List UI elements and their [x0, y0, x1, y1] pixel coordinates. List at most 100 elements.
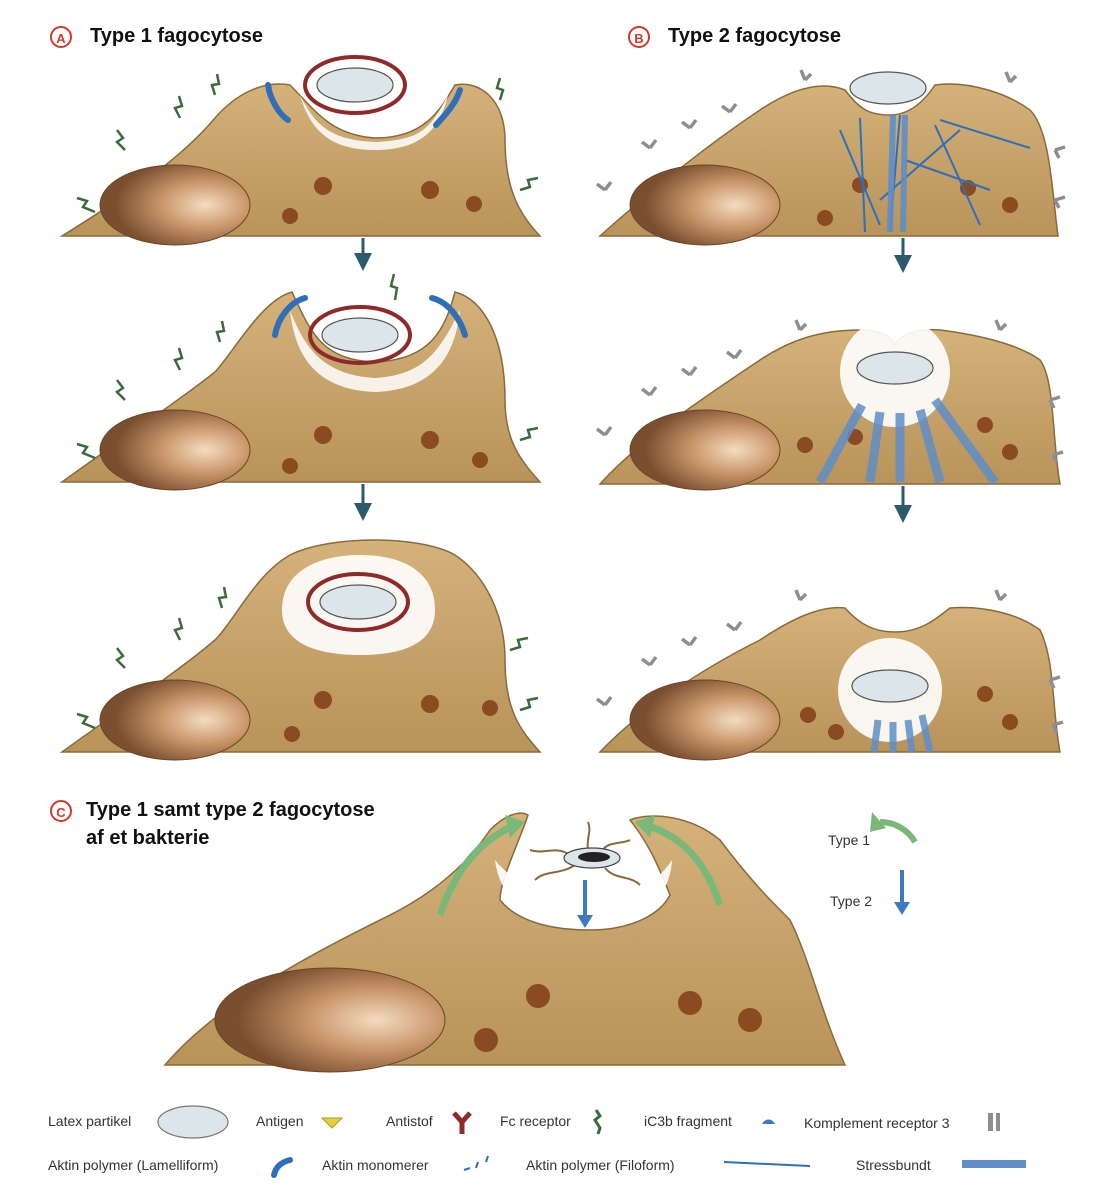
granule: [482, 700, 498, 716]
antibody-ring: [303, 55, 407, 115]
latex-icon: [157, 1105, 229, 1139]
panel-a-step-2: [59, 273, 542, 491]
legend-fc-receptor: Fc receptor: [500, 1113, 571, 1129]
lamelliform-actin: [429, 295, 468, 338]
granule: [421, 431, 439, 449]
legend-filoform: Aktin polymer (Filoform): [526, 1157, 675, 1173]
stress-fibers: [816, 397, 999, 485]
filoform-icon: [723, 1161, 811, 1167]
latex-particle: [856, 351, 934, 385]
granule: [284, 726, 300, 742]
granule: [314, 426, 332, 444]
legend-antigen: Antigen: [256, 1113, 304, 1129]
legend-latex: Latex partikel: [48, 1113, 132, 1129]
antibody-ring: [308, 305, 412, 365]
panel-a-badge: A: [50, 26, 72, 48]
antibody-icon: [452, 1111, 472, 1134]
type-2-arrow-head: [577, 915, 593, 928]
type-2-legend-arrow-head: [894, 902, 910, 915]
fc-receptors: [76, 73, 539, 214]
legend-lamelliform: Aktin polymer (Lamelliform): [48, 1157, 219, 1173]
granule: [472, 452, 488, 468]
lamelliform-actin: [433, 87, 463, 128]
fc-receptors: [76, 586, 539, 730]
complement-receptor-icon: [988, 1113, 1000, 1131]
latex-particle: [849, 71, 927, 105]
nucleus: [629, 679, 781, 761]
type-1-arrow: [643, 821, 724, 907]
granule: [817, 210, 833, 226]
granule: [282, 208, 298, 224]
legend-antistof: Antistof: [386, 1113, 433, 1129]
legend-symbols: [157, 1105, 1026, 1178]
monomer-icon: [463, 1155, 489, 1171]
granule: [466, 196, 482, 212]
granule: [421, 695, 439, 713]
panel-b-title: Type 2 fagocytose: [668, 25, 842, 47]
phagocytic-cup: [290, 310, 460, 392]
granule: [421, 181, 439, 199]
type-1-legend-arrow-head: [870, 812, 886, 832]
latex-particle: [319, 584, 397, 620]
legend-monomerer: Aktin monomerer: [322, 1157, 429, 1173]
panel-b-step-3: [595, 589, 1064, 761]
stressbundt-icon: [962, 1160, 1026, 1168]
nucleus: [214, 967, 446, 1073]
panel-b-step-2: [595, 317, 1064, 491]
panel-b-step-1: [595, 69, 1066, 246]
granule: [314, 691, 332, 709]
stress-fibers: [870, 714, 934, 753]
bacterium: [529, 821, 641, 886]
granule: [977, 686, 993, 702]
nucleus: [99, 679, 251, 761]
panel-a-step-1: [59, 55, 542, 246]
granule: [1002, 444, 1018, 460]
type-2-label: Type 2: [830, 893, 873, 909]
granule: [526, 984, 550, 1008]
granule: [678, 991, 702, 1015]
phagocytic-cup: [495, 860, 672, 928]
lamelliform-actin: [272, 295, 308, 338]
latex-particle: [321, 317, 399, 353]
granule: [977, 417, 993, 433]
granule: [1002, 714, 1018, 730]
type-1-arrow-head: [635, 815, 655, 838]
type-1-arrow: [436, 821, 517, 917]
lamelliform-actin: [265, 82, 291, 123]
panel-b: [595, 69, 1066, 761]
antibody-ring: [306, 572, 410, 632]
complement-receptors: [595, 319, 1064, 464]
legend-komplement: Komplement receptor 3: [804, 1115, 950, 1131]
ic3b-icon: [762, 1119, 775, 1124]
latex-particle: [851, 669, 929, 703]
lamelliform-icon: [271, 1157, 293, 1178]
complement-receptors: [595, 589, 1064, 734]
legend-stressbundt: Stressbundt: [856, 1157, 931, 1173]
panel-c-title-line2: af et bakterie: [86, 827, 210, 849]
nucleus: [99, 164, 251, 246]
type-1-label: Type 1: [828, 832, 871, 848]
panel-a: [59, 55, 542, 761]
granule: [800, 707, 816, 723]
granule: [314, 177, 332, 195]
panel-a-title: Type 1 fagocytose: [90, 25, 264, 47]
type-1-arrow-head: [505, 815, 525, 838]
panel-a-step-3: [59, 539, 542, 761]
granule: [1002, 197, 1018, 213]
panel-c-title-line1: Type 1 samt type 2 fagocytose: [86, 799, 375, 821]
panel-b-badge: B: [628, 26, 650, 48]
granule: [797, 437, 813, 453]
granule: [828, 724, 844, 740]
granule: [474, 1028, 498, 1052]
type-1-legend-arrow: [879, 819, 918, 844]
panel-c-badge: C: [50, 800, 72, 822]
complement-receptors: [595, 69, 1066, 209]
stress-fibers: [887, 114, 908, 233]
nucleus: [629, 409, 781, 491]
nucleus: [629, 164, 781, 246]
panel-c: [163, 812, 918, 1073]
nucleus: [99, 409, 251, 491]
phagocytic-cup: [300, 95, 448, 150]
granule: [282, 458, 298, 474]
